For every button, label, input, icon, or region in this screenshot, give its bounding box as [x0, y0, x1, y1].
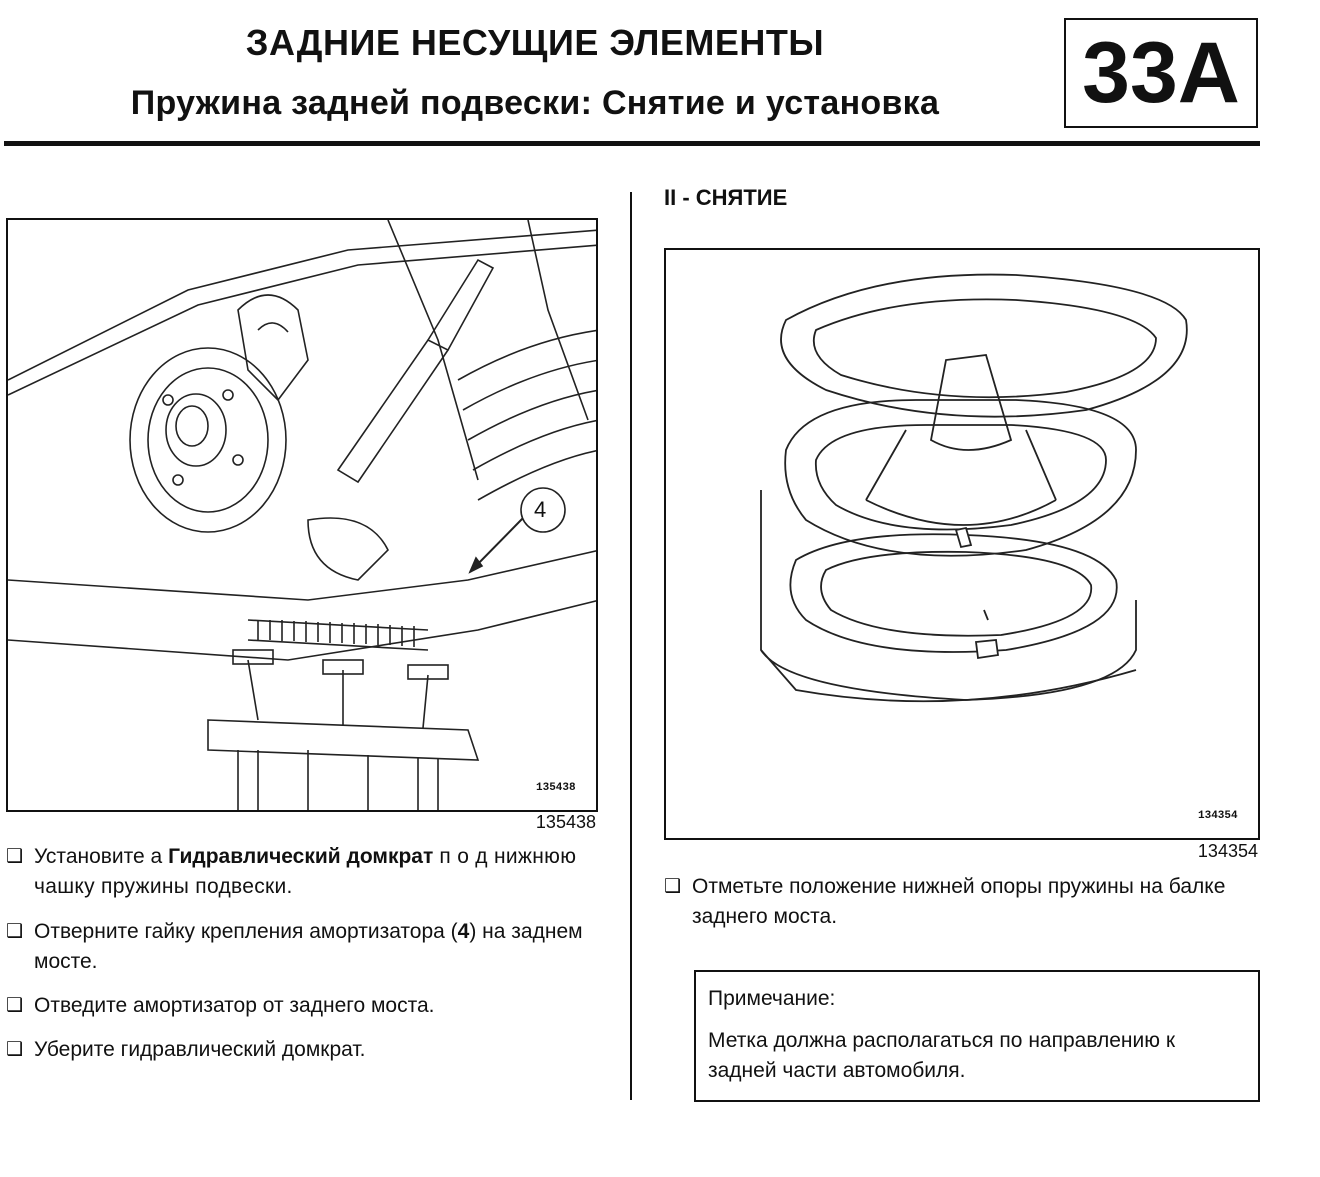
checkbox-icon: ❑ [664, 876, 682, 897]
procedure-title: Пружина задней подвески: Снятие и устано… [130, 84, 940, 122]
rear-axle-illustration [8, 220, 596, 810]
checkbox-icon: ❑ [6, 846, 24, 867]
section-heading: II - СНЯТИЕ [664, 185, 788, 210]
spring-illustration [760, 273, 1188, 703]
step-mark-position: ❑ Отметьте положение нижней опоры пружин… [664, 872, 1260, 932]
note-body: Метка должна располагаться по направлени… [708, 1029, 1176, 1082]
note-box: Примечание: Метка должна располагаться п… [694, 970, 1260, 1102]
header-rule [4, 141, 1260, 146]
step-remove-jack: ❑ Уберите гидравлический домкрат. [6, 1035, 598, 1065]
callout-4-label: 4 [534, 497, 547, 522]
figure-shock-absorber: 4 135438 [6, 218, 598, 812]
step-install-jack: ❑ Установите а Гидравлический домкрат п … [6, 842, 598, 902]
note-label: Примечание: [708, 987, 836, 1010]
step-move-shock: ❑ Отведите амортизатор от заднего моста. [6, 991, 598, 1021]
checkbox-icon: ❑ [6, 921, 24, 942]
figure-id-inner: 135438 [536, 782, 576, 794]
figure-spring-seat: 134354 [664, 248, 1260, 840]
section-code-badge: 33A [1064, 18, 1258, 128]
step-unscrew-nut: ❑ Отверните гайку крепления амортизатора… [6, 917, 598, 977]
checkbox-icon: ❑ [6, 1039, 24, 1060]
checkbox-icon: ❑ [6, 995, 24, 1016]
column-divider [630, 192, 632, 1100]
figure-id-caption: 134354 [1197, 841, 1258, 861]
figure-id-caption: 135438 [535, 812, 596, 832]
chapter-title: ЗАДНИЕ НЕСУЩИЕ ЭЛЕМЕНТЫ [245, 22, 825, 63]
figure-id-inner: 134354 [1198, 810, 1238, 822]
